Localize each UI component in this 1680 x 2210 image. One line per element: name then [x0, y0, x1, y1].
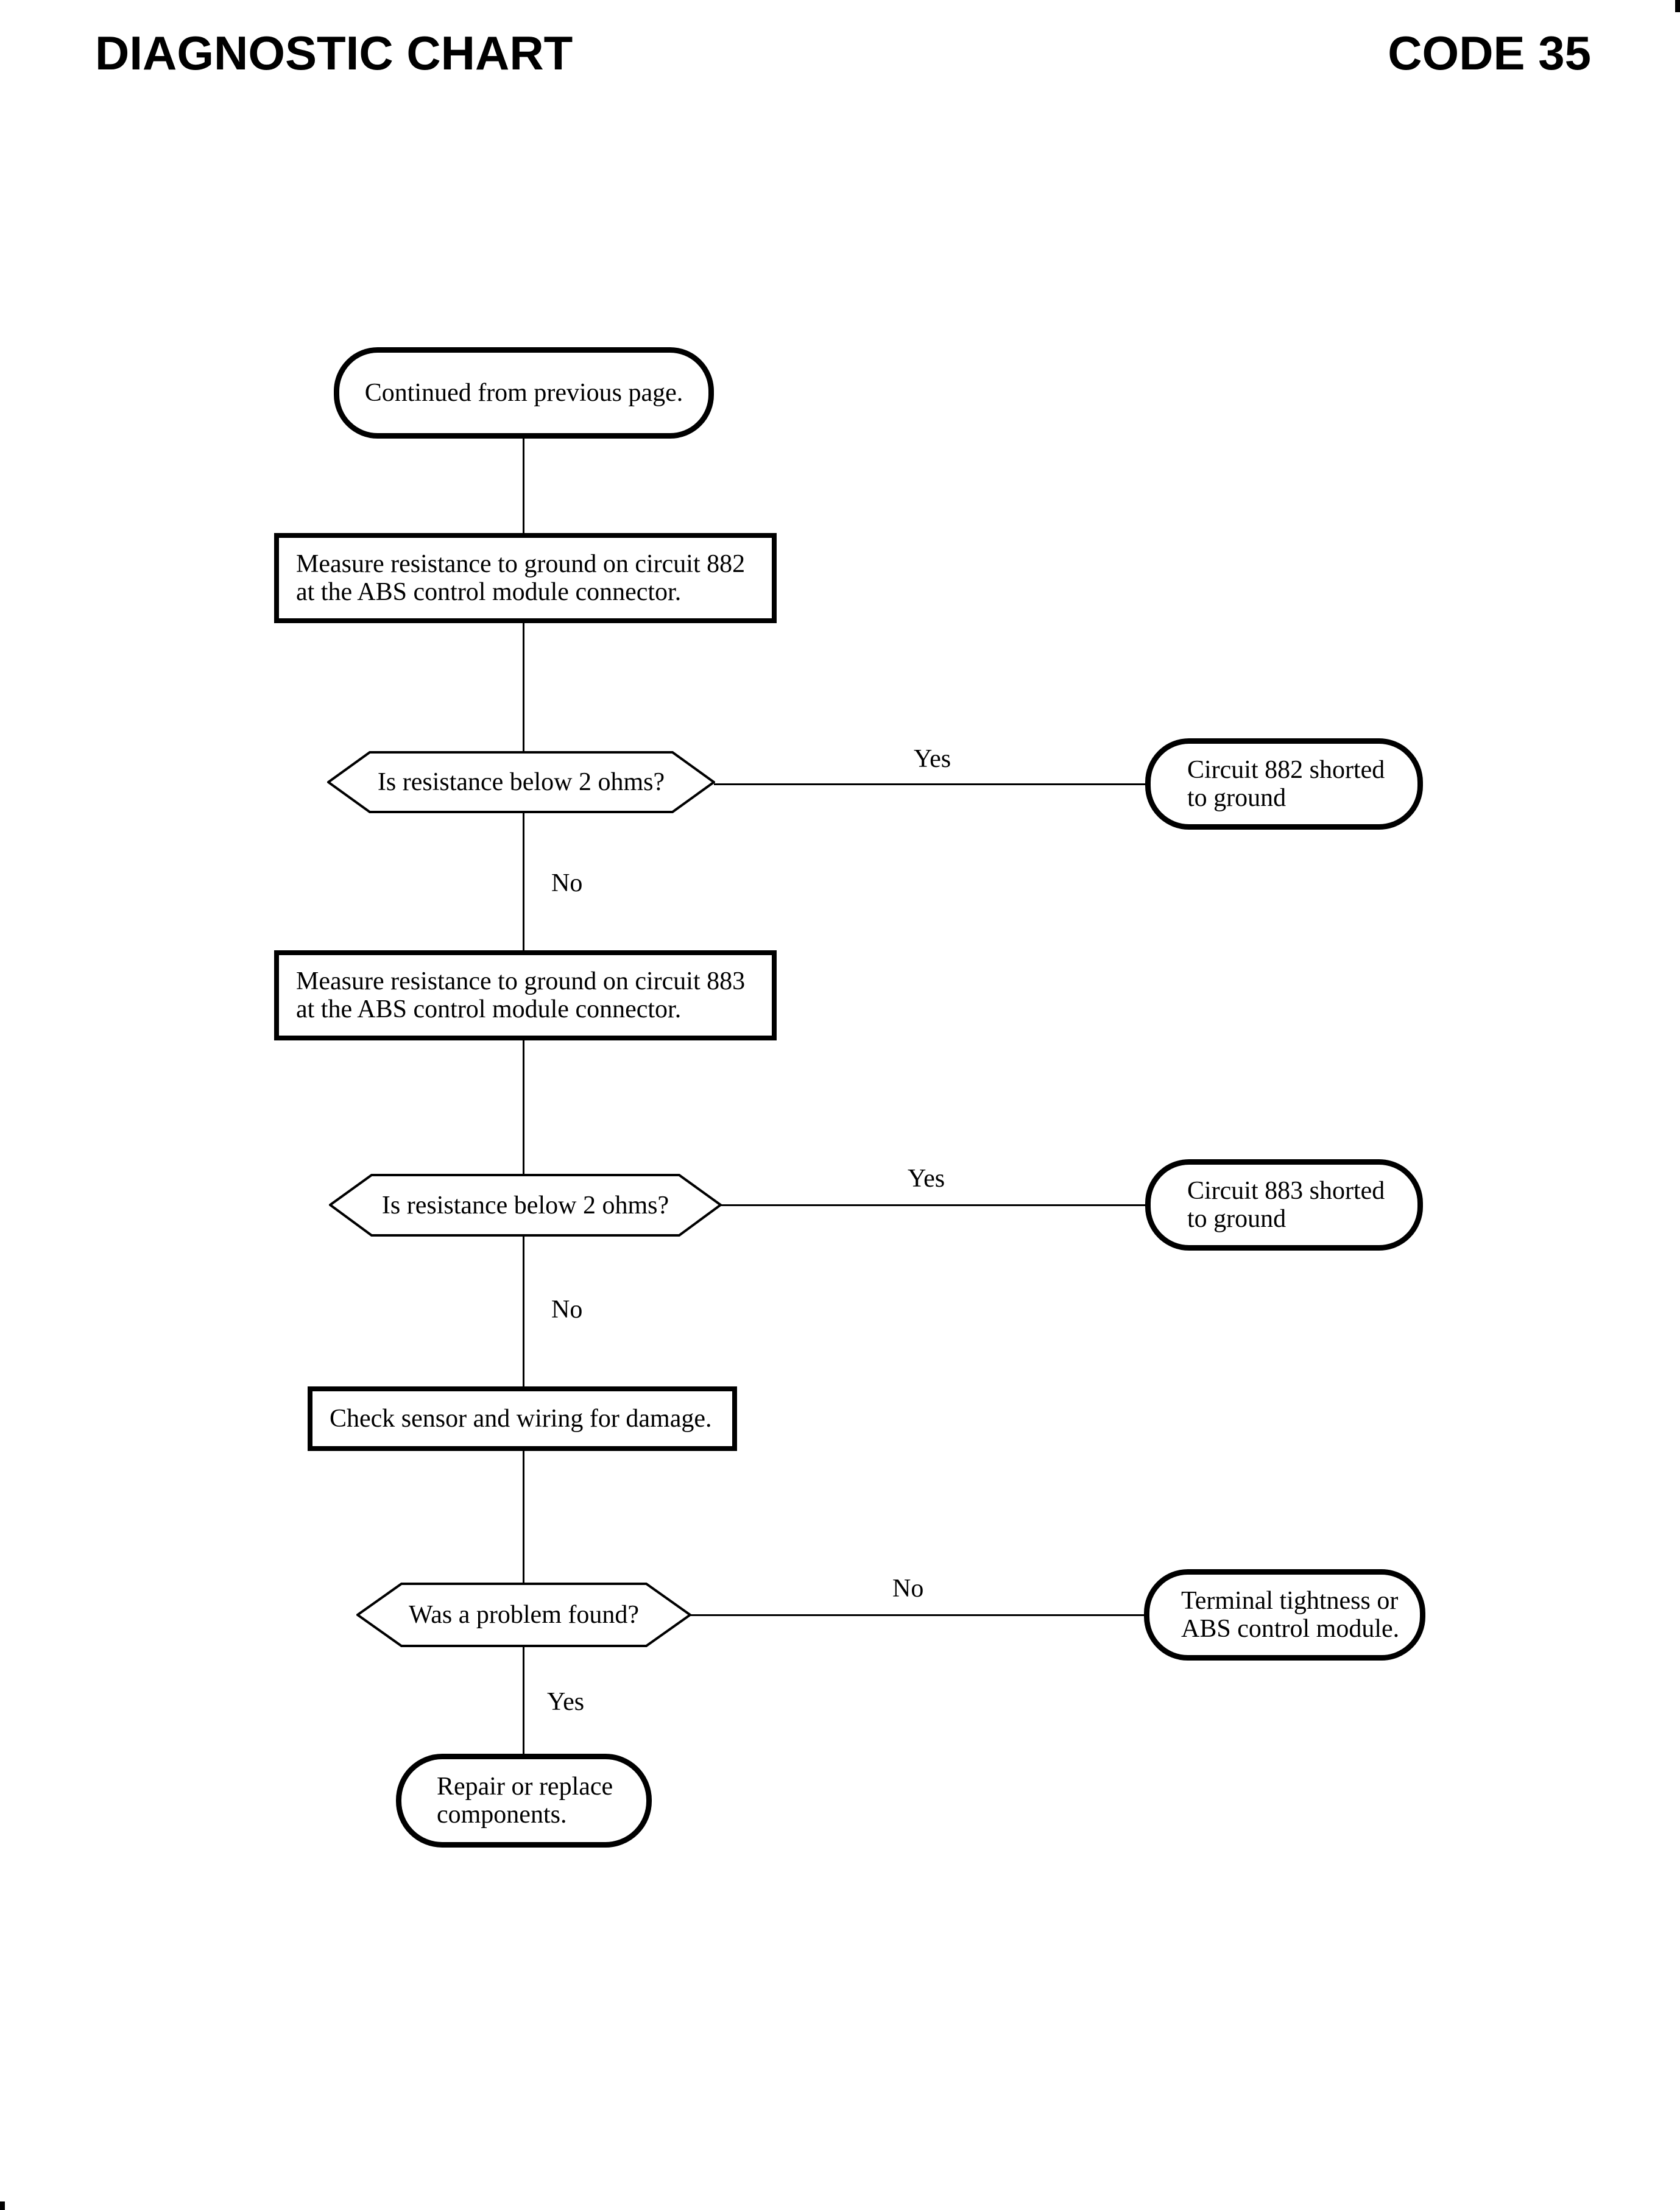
connector-yes-883 — [721, 1204, 1145, 1206]
process-box-circuit-882: Measure resistance to ground on circuit … — [274, 533, 777, 623]
connector-no-problem — [690, 1614, 1144, 1616]
terminal-result-tightness: Terminal tightness or ABS control module… — [1144, 1569, 1425, 1661]
process-882-line1: Measure resistance to ground on circuit … — [296, 550, 746, 578]
result-882-line1: Circuit 882 shorted — [1187, 756, 1385, 784]
connector-yes-882 — [714, 783, 1145, 785]
decision-882-label: Is resistance below 2 ohms? — [377, 768, 665, 796]
scan-artifact-bottom-left — [0, 2201, 5, 2210]
process-box-check-sensor: Check sensor and wiring for damage. — [308, 1386, 737, 1451]
process-check-label: Check sensor and wiring for damage. — [330, 1405, 712, 1433]
edge-label-no-883: No — [551, 1296, 583, 1324]
edge-label-no-882: No — [551, 869, 583, 897]
decision-resistance-882: Is resistance below 2 ohms? — [327, 751, 715, 813]
connector-yes-problem — [523, 1646, 524, 1754]
terminal-result-883: Circuit 883 shorted to ground — [1145, 1159, 1423, 1251]
connector-start-to-process-882 — [523, 437, 524, 533]
terminal-end-repair: Repair or replace components. — [396, 1754, 652, 1848]
decision-problem-found: Was a problem found? — [356, 1583, 691, 1647]
decision-resistance-883: Is resistance below 2 ohms? — [329, 1174, 722, 1237]
terminal-result-882: Circuit 882 shorted to ground — [1145, 738, 1423, 830]
connector-no-882 — [523, 813, 524, 950]
result-tightness-line1: Terminal tightness or — [1181, 1587, 1399, 1615]
edge-label-yes-883: Yes — [908, 1165, 945, 1193]
decision-hexagon-shape — [327, 751, 715, 813]
terminal-start-label: Continued from previous page. — [364, 379, 683, 407]
process-883-line1: Measure resistance to ground on circuit … — [296, 967, 746, 995]
decision-problem-label: Was a problem found? — [409, 1601, 639, 1629]
connector-check-to-decision — [523, 1450, 524, 1583]
result-882-line2: to ground — [1187, 784, 1286, 812]
end-repair-line2: components. — [437, 1801, 567, 1829]
edge-label-no-problem: No — [892, 1575, 924, 1603]
connector-process-882-to-decision — [523, 622, 524, 752]
result-tightness-line2: ABS control module. — [1181, 1615, 1400, 1643]
terminal-start: Continued from previous page. — [334, 347, 714, 439]
result-883-line1: Circuit 883 shorted — [1187, 1177, 1385, 1205]
process-box-circuit-883: Measure resistance to ground on circuit … — [274, 950, 777, 1040]
connector-no-883 — [523, 1237, 524, 1386]
edge-label-yes-882: Yes — [914, 745, 951, 773]
process-883-line2: at the ABS control module connector. — [296, 995, 682, 1023]
page-title: DIAGNOSTIC CHART — [95, 26, 573, 80]
diagnostic-code: CODE 35 — [1388, 26, 1591, 80]
connector-process-883-to-decision — [523, 1039, 524, 1174]
end-repair-line1: Repair or replace — [437, 1773, 613, 1801]
decision-883-label: Is resistance below 2 ohms? — [381, 1191, 669, 1220]
process-882-line2: at the ABS control module connector. — [296, 578, 682, 606]
scan-artifact-top-right — [1675, 0, 1680, 12]
result-883-line2: to ground — [1187, 1205, 1286, 1233]
edge-label-yes-problem: Yes — [547, 1688, 585, 1716]
